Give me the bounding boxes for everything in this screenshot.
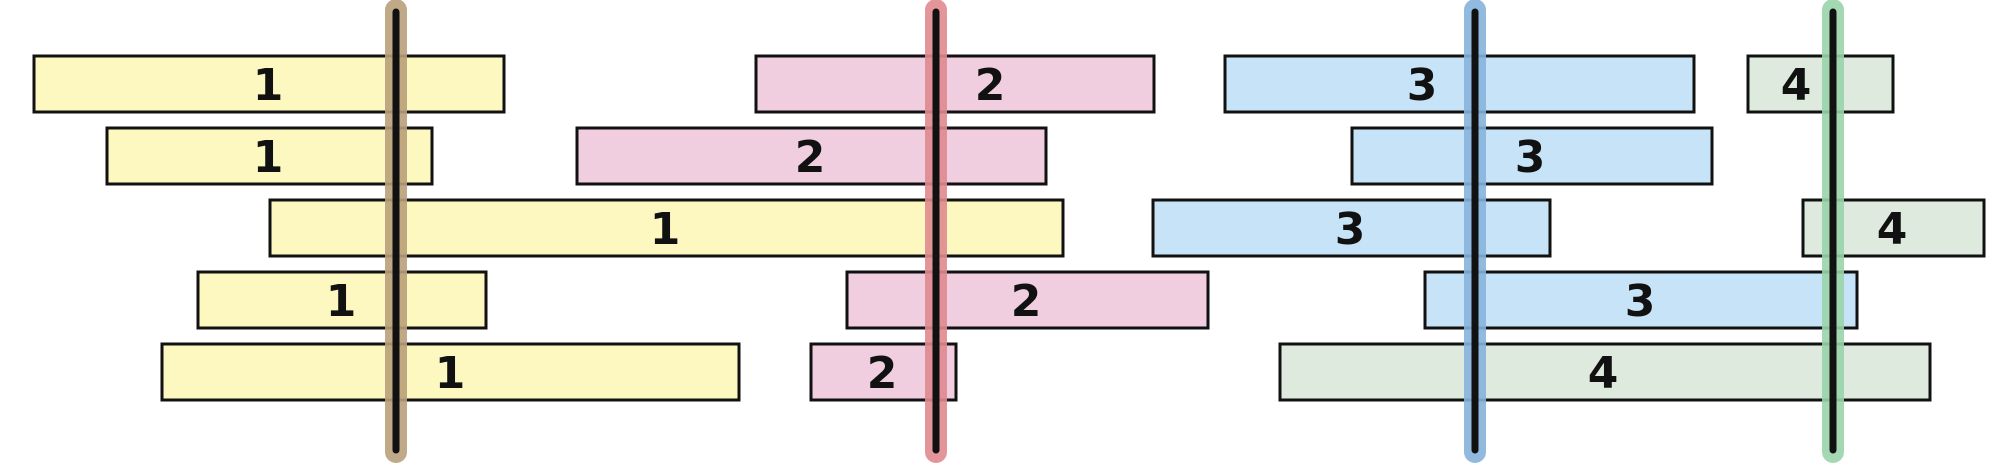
interval-bar-rect <box>105 126 434 186</box>
interval-bar-label: 3 <box>1625 276 1656 327</box>
interval-bar-label: 1 <box>650 204 681 255</box>
interval-bar-label: 4 <box>1877 204 1908 255</box>
interval-bar-rect <box>1423 270 1859 330</box>
interval-bar-label: 3 <box>1515 132 1546 183</box>
interval-bar-label: 2 <box>975 60 1006 111</box>
interval-bar-rect <box>754 54 1156 114</box>
interval-bar-label: 1 <box>253 60 284 111</box>
interval-bar-1: 1 <box>160 342 741 402</box>
interval-bar-label: 2 <box>867 348 898 399</box>
interval-bar-label: 2 <box>795 132 826 183</box>
interval-bar-3: 3 <box>1151 198 1552 258</box>
interval-bar-label: 3 <box>1335 204 1366 255</box>
interval-bar-label: 2 <box>1011 276 1042 327</box>
interval-bar-4: 4 <box>1278 342 1932 402</box>
interval-bar-rect <box>1350 126 1714 186</box>
interval-bar-rect <box>196 270 488 330</box>
interval-bar-rect <box>160 342 741 402</box>
interval-bar-rect <box>1223 54 1696 114</box>
interval-bar-1: 1 <box>105 126 434 186</box>
interval-bar-2: 2 <box>754 54 1156 114</box>
interval-bar-2: 2 <box>845 270 1210 330</box>
interval-bar-label: 4 <box>1781 60 1812 111</box>
interval-bar-rect <box>575 126 1048 186</box>
interval-bar-label: 3 <box>1407 60 1438 111</box>
vertical-lines-layer <box>385 0 1844 463</box>
interval-bar-rect <box>1278 342 1932 402</box>
interval-bar-4: 4 <box>1746 54 1895 114</box>
interval-bar-label: 1 <box>326 276 357 327</box>
interval-bar-label: 1 <box>435 348 466 399</box>
interval-bar-2: 2 <box>575 126 1048 186</box>
interval-bar-3: 3 <box>1350 126 1714 186</box>
interval-bar-1: 1 <box>32 54 506 114</box>
interval-bar-1: 1 <box>196 270 488 330</box>
interval-bar-rect <box>32 54 506 114</box>
interval-bar-rect <box>845 270 1210 330</box>
interval-bar-3: 3 <box>1423 270 1859 330</box>
interval-bar-3: 3 <box>1223 54 1696 114</box>
interval-bar-label: 1 <box>253 132 284 183</box>
interval-bar-label: 4 <box>1588 348 1619 399</box>
interval-bar-rect <box>1746 54 1895 114</box>
